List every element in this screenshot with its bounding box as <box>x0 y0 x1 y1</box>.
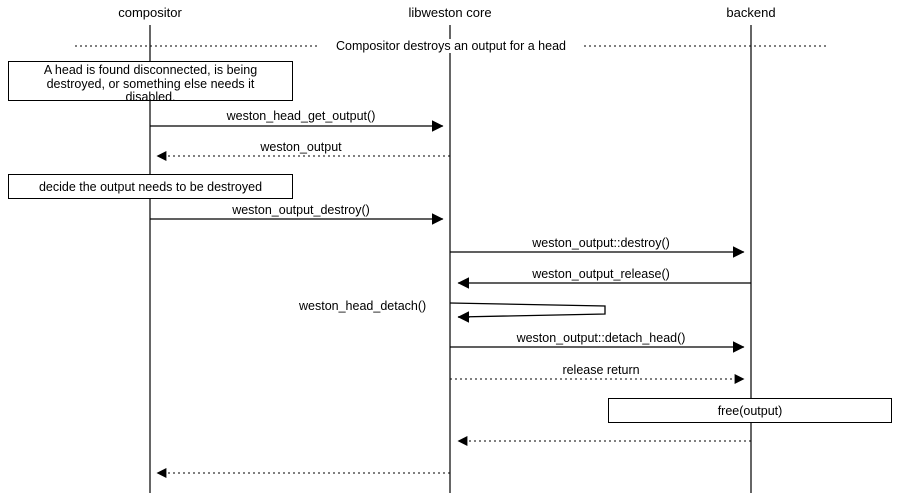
message-label-weston-output-destroy: weston_output_destroy() <box>232 203 370 217</box>
message-label-weston-output-colon-detach-head: weston_output::detach_head() <box>516 331 686 345</box>
note-head-disconnected-line-2: destroyed, or something else needs it <box>46 76 255 91</box>
message-label-weston-output-colon-destroy: weston_output::destroy() <box>532 236 670 250</box>
message-label-weston-output: weston_output <box>260 140 342 154</box>
participant-label-backend: backend <box>726 5 776 20</box>
participant-label-compositor: compositor <box>118 5 182 20</box>
message-label-weston-output-release: weston_output_release() <box>532 267 670 281</box>
note-head-disconnected-text: A head is found disconnected, is being d… <box>9 63 292 105</box>
diagram-title: Compositor destroys an output for a head <box>333 39 569 53</box>
message-label-weston-head-detach: weston_head_detach() <box>299 299 427 313</box>
note-box-decide-destroy <box>8 174 293 199</box>
message-label-release-return: release return <box>562 363 640 377</box>
note-box-free-output <box>608 398 892 423</box>
message-label-weston-head-get-output: weston_head_get_output() <box>226 109 376 123</box>
note-box-head-disconnected <box>8 61 293 101</box>
note-decide-destroy-text: decide the output needs to be destroyed <box>38 180 263 194</box>
note-head-disconnected-line-3: disabled. <box>125 90 176 104</box>
self-call-weston-head-detach <box>449 302 606 323</box>
participant-label-libweston-core: libweston core <box>408 5 492 20</box>
note-head-disconnected-line-1: A head is found disconnected, is being <box>43 63 258 77</box>
note-free-output-text: free(output) <box>717 404 783 418</box>
